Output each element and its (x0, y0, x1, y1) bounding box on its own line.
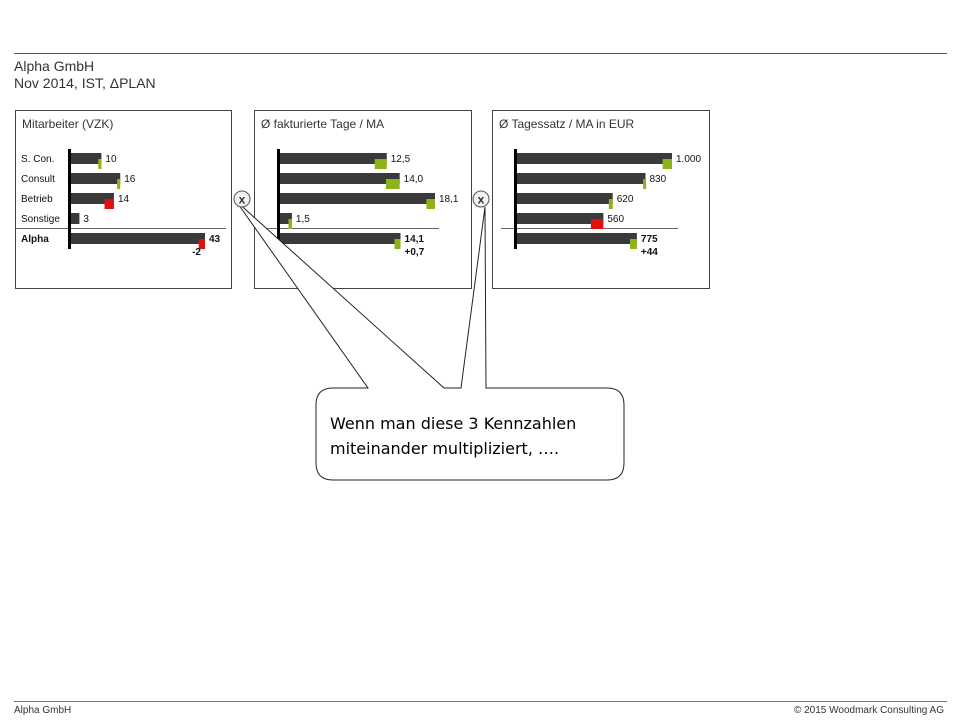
multiply-icon: x (239, 193, 246, 207)
value-label: 3 (83, 214, 89, 225)
value-bar (70, 233, 205, 244)
category-axis (277, 149, 280, 249)
multiply-operator-1: x (233, 190, 251, 208)
header-rule (14, 53, 947, 54)
chart-title-daily-rate: Ø Tagessatz / MA in EUR (499, 117, 635, 131)
value-label: 775 (641, 234, 658, 245)
bar-chart-daily-rate: 1.000 830 620 560 775 +44 (501, 149, 701, 258)
value-label: 14 (118, 194, 130, 205)
value-label: 560 (607, 214, 624, 225)
multiply-icon: x (478, 193, 485, 207)
value-label: 1,5 (296, 214, 310, 225)
value-bar (279, 173, 400, 184)
delta-positive-bar (662, 159, 672, 169)
delta-negative-bar (104, 199, 114, 209)
value-bar (516, 153, 672, 164)
value-label: 12,5 (391, 154, 411, 165)
bar-chart-billed-days: 12,5 14,0 18,1 1,5 14,1 +0,7 (265, 149, 459, 258)
delta-label: -2 (192, 247, 201, 258)
category-axis (514, 149, 517, 249)
footer-rule (14, 701, 947, 702)
delta-positive-bar (98, 159, 102, 169)
category-label: Consult (21, 174, 55, 185)
delta-label: +0,7 (405, 247, 425, 258)
value-bar (516, 193, 613, 204)
multiply-operator-2: x (472, 190, 490, 208)
value-bar (70, 173, 121, 184)
delta-positive-bar (117, 179, 121, 189)
delta-negative-bar (198, 239, 205, 249)
value-label: 10 (105, 154, 117, 165)
value-label: 14,0 (404, 174, 424, 185)
delta-positive-bar (630, 239, 637, 249)
chart-panel-daily-rate: Ø Tagessatz / MA in EUR 1.000 830 620 560 77… (492, 110, 710, 289)
value-label: 1.000 (676, 154, 701, 165)
chart-title-employees: Mitarbeiter (VZK) (22, 117, 114, 131)
category-label: Alpha (21, 234, 49, 245)
value-label: 620 (617, 194, 634, 205)
report-company: Alpha GmbH (14, 58, 95, 74)
value-label: 43 (209, 234, 221, 245)
value-bar (279, 193, 435, 204)
category-label: Betrieb (21, 194, 53, 205)
value-bar (70, 213, 80, 224)
callout-line-2: miteinander multipliziert, …. (330, 439, 560, 458)
delta-positive-bar (394, 239, 401, 249)
delta-positive-bar (385, 179, 400, 189)
value-label: 830 (649, 174, 666, 185)
value-bar (279, 233, 401, 244)
value-bar (516, 213, 604, 224)
category-axis (68, 149, 71, 249)
delta-positive-bar (374, 159, 387, 169)
delta-positive-bar (426, 199, 435, 209)
category-label: Sonstige (21, 214, 60, 225)
delta-label: +44 (641, 247, 658, 258)
callout-text: Wenn man diese 3 Kennzahlen miteinander … (330, 411, 620, 461)
value-label: 18,1 (439, 194, 459, 205)
delta-positive-bar (643, 179, 647, 189)
delta-positive-bar (608, 199, 613, 209)
footer-company: Alpha GmbH (14, 705, 72, 716)
delta-positive-bar (288, 219, 292, 229)
value-bar (516, 233, 637, 244)
value-label: 16 (124, 174, 136, 185)
value-label: 14,1 (405, 234, 425, 245)
report-period: Nov 2014, IST, ΔPLAN (14, 75, 156, 91)
chart-title-billed-days: Ø fakturierte Tage / MA (261, 117, 385, 131)
footer-copyright: © 2015 Woodmark Consulting AG (793, 705, 944, 716)
value-bar (70, 193, 114, 204)
category-label: S. Con. (21, 154, 54, 165)
value-bar (279, 153, 387, 164)
callout-line-1: Wenn man diese 3 Kennzahlen (330, 414, 577, 433)
delta-negative-bar (590, 219, 604, 229)
value-bar (70, 153, 102, 164)
value-bar (516, 173, 646, 184)
